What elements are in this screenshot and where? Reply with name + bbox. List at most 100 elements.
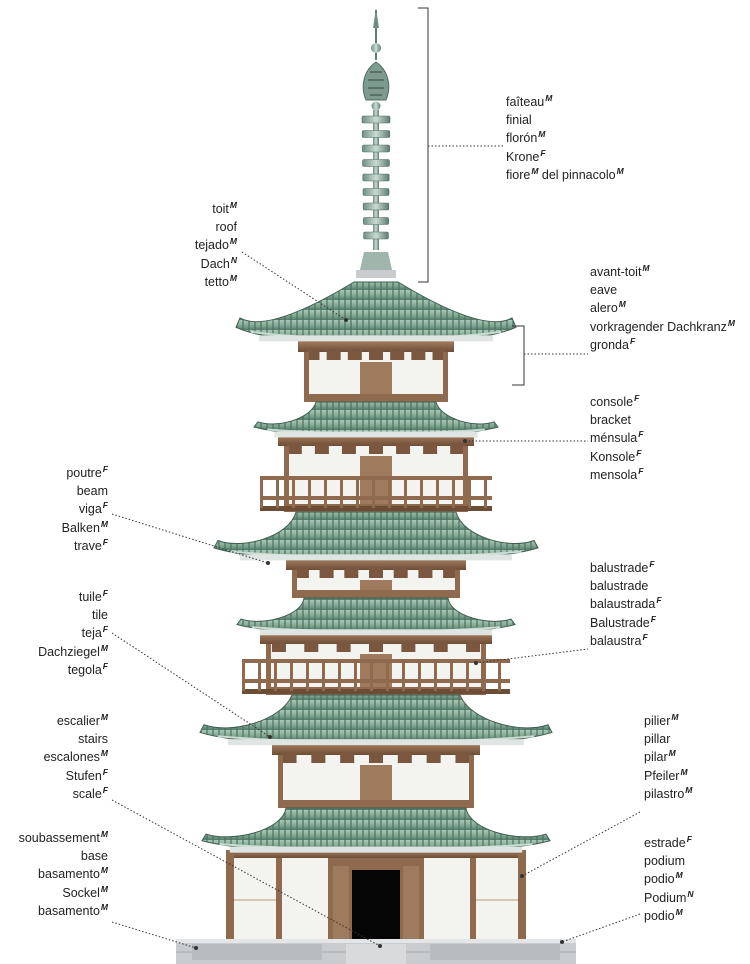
podium (176, 939, 576, 964)
term-word: podio (644, 908, 675, 923)
beam-term: traveF (62, 537, 108, 555)
tier-roof (199, 694, 553, 746)
roof-term: toitM (195, 200, 237, 218)
term-word: beam (76, 484, 108, 499)
finial-term: florónM (506, 129, 624, 147)
gender-marker: M (668, 748, 676, 759)
balustrade-leader-dot (474, 661, 478, 665)
term-word: tegola (67, 662, 102, 677)
term-word: mensola (590, 467, 638, 482)
gender-marker: F (656, 595, 662, 606)
spire-ring (362, 159, 390, 167)
gender-marker: M (675, 870, 683, 881)
beam-leader-dot (266, 561, 270, 565)
eave-term: vorkragender DachkranzM (590, 318, 735, 336)
beam-term: vigaF (62, 500, 108, 518)
term-word: basamento (38, 903, 100, 918)
term-word-continued: del pinnacolo (538, 167, 616, 182)
spire-ring (361, 115, 391, 124)
stairs-term: scaleF (44, 785, 108, 803)
gender-marker: F (686, 834, 692, 844)
term-word: base (80, 849, 108, 864)
gender-marker: F (102, 536, 108, 547)
term-word: tetto (204, 274, 229, 289)
eave-term: grondaF (590, 336, 735, 354)
gender-marker: M (100, 642, 108, 653)
podium-leader-dot (560, 940, 564, 944)
gender-marker: M (531, 165, 539, 176)
term-word: soubassement (18, 831, 100, 845)
term-word: balaustra (590, 633, 642, 648)
stairs-leader-dot (378, 944, 382, 948)
stairs-term: escalonesM (44, 748, 108, 766)
term-word: Dach (200, 256, 230, 271)
balustrade-term: balaustraF (590, 632, 662, 650)
tier-body (272, 743, 480, 808)
term-word: tile (92, 608, 108, 623)
roof-term: tejadoM (195, 236, 237, 254)
pillar-term: pillar (644, 730, 692, 748)
term-word: poutre (66, 466, 102, 480)
spire-ring (362, 202, 390, 211)
term-word: Krone (506, 149, 540, 164)
base-term: SockelM (19, 884, 108, 902)
ground-floor (226, 850, 526, 939)
tier-body (242, 632, 510, 695)
term-word: podio (644, 872, 675, 887)
term-word: bracket (590, 413, 631, 428)
gender-marker: M (100, 712, 108, 722)
bracket-term: KonsoleF (590, 448, 643, 466)
term-word: balustrade (590, 561, 649, 575)
bracket-term: ménsulaF (590, 429, 643, 447)
term-word: escalier (56, 714, 100, 728)
pillar-term: pilarM (644, 748, 692, 766)
gender-marker: M (671, 712, 679, 722)
finial-bracket (418, 7, 429, 283)
roof-leader (241, 251, 347, 321)
gender-marker: M (675, 906, 683, 917)
gender-marker: F (638, 429, 644, 440)
gender-marker: F (102, 624, 108, 635)
term-word: ménsula (590, 431, 638, 446)
gender-marker: M (100, 901, 108, 912)
gender-marker: F (634, 393, 640, 403)
term-word: pilar (644, 750, 668, 765)
roof-term: tettoM (195, 273, 237, 291)
balustrade-term: balaustradaF (590, 595, 662, 613)
gender-marker: F (102, 784, 108, 795)
gender-marker: F (636, 447, 642, 458)
gender-marker: F (629, 335, 636, 346)
eave-bracket (512, 325, 525, 386)
balustrade-term: balustrade (590, 577, 662, 595)
term-word: Stufen (65, 768, 102, 783)
gender-marker: M (538, 129, 546, 140)
gender-marker: F (649, 559, 655, 569)
gender-marker: F (638, 465, 644, 476)
term-word: basamento (38, 867, 100, 882)
gender-marker: M (616, 165, 624, 176)
pillar-term: PfeilerM (644, 767, 692, 785)
gender-marker: M (727, 317, 735, 328)
gender-marker: F (102, 660, 108, 671)
pillar-leader (521, 811, 641, 877)
bracket-term: consoleF (590, 393, 643, 411)
bracket-leader-dot (463, 439, 467, 443)
term-word: alero (590, 301, 618, 316)
roof-leader-dot (344, 318, 348, 322)
term-word: tejado (194, 238, 229, 253)
gender-marker: F (540, 147, 546, 158)
term-word: pillar (644, 732, 671, 747)
spire-ring (363, 231, 389, 240)
gender-marker: M (618, 299, 626, 310)
tier-body (286, 558, 466, 598)
pillar-term: pilastroM (644, 785, 692, 803)
gender-marker: M (100, 518, 108, 529)
term-word: pilier (644, 714, 671, 728)
